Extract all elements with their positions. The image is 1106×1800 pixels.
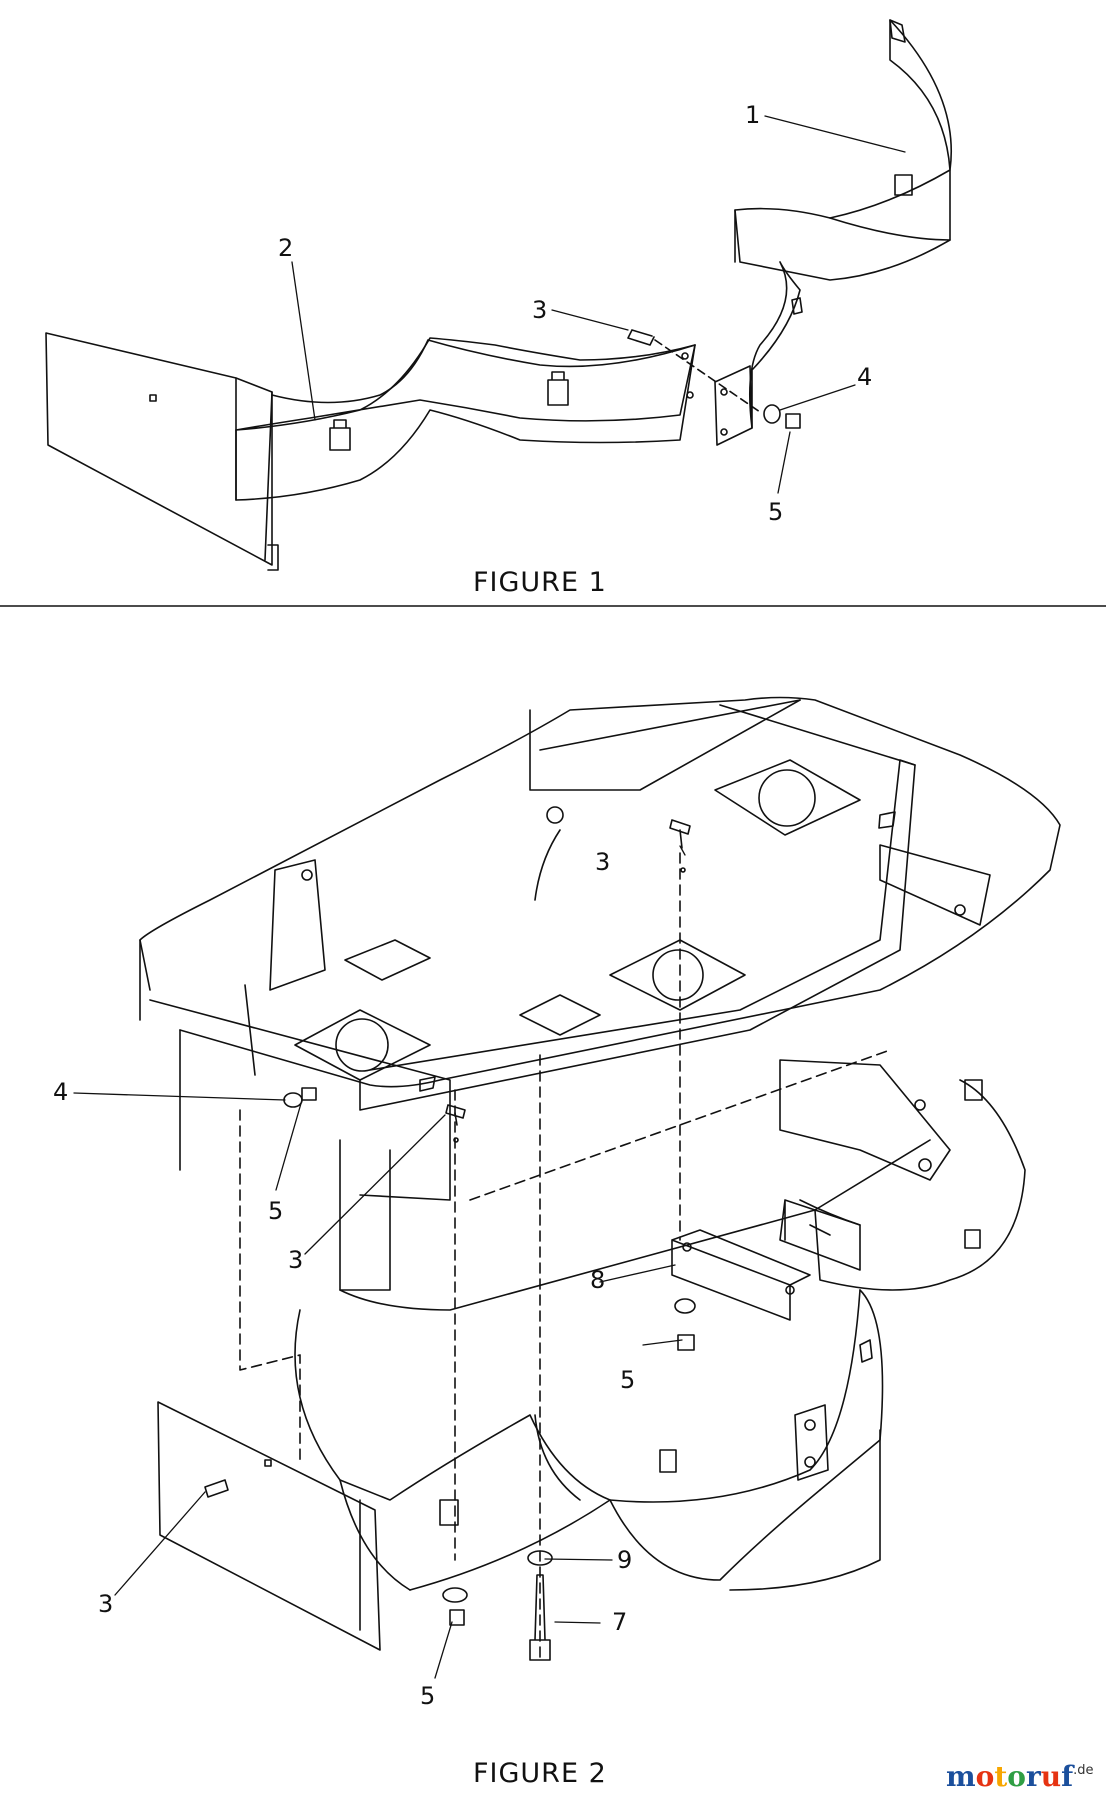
fig2-deck-top: [139, 696, 1061, 1088]
callout-3: 3: [98, 1590, 113, 1618]
fig2-bracket-8: [671, 1229, 811, 1321]
figure-2-title: FIGURE 2: [473, 1758, 607, 1789]
callout-8: 8: [590, 1266, 605, 1294]
fig1-baffle-1: [734, 169, 951, 281]
callout-5: 5: [768, 498, 783, 526]
wm-letter: f: [1061, 1760, 1075, 1793]
wm-letter: o: [976, 1760, 995, 1793]
svg-text:motoruf.de: motoruf.de: [946, 1760, 1094, 1793]
fig1-end-plate: [45, 332, 273, 566]
callout-2: 2: [278, 234, 293, 262]
fig2-end-plate: [157, 1401, 381, 1651]
figure-1-title: FIGURE 1: [473, 567, 607, 598]
fig2-baffle: [339, 1079, 1026, 1311]
fig2-spindle-plate-center: [609, 939, 746, 1011]
callout-9: 9: [617, 1546, 632, 1574]
wm-letter: u: [1041, 1760, 1061, 1793]
wm-tld: .de: [1073, 1763, 1093, 1778]
wm-letter: m: [946, 1760, 976, 1793]
fig2-spindle-plate-right: [714, 759, 861, 836]
wm-letter: r: [1026, 1760, 1042, 1793]
callout-7: 7: [612, 1608, 627, 1636]
wm-letter: t: [994, 1760, 1007, 1793]
callout-4: 4: [857, 363, 872, 391]
callout-5: 5: [420, 1682, 435, 1710]
callout-3: 3: [288, 1246, 303, 1274]
callout-4: 4: [53, 1078, 68, 1106]
figure-1-drawing: [45, 19, 953, 571]
leader-lines: [73, 115, 906, 1679]
callout-3: 3: [532, 296, 547, 324]
callout-5: 5: [620, 1366, 635, 1394]
callout-1: 1: [745, 101, 760, 129]
callout-3: 3: [595, 848, 610, 876]
watermark: motoruf.de: [946, 1760, 1094, 1793]
fig2-spindle-plate-left: [294, 1009, 431, 1081]
figure-2-drawing: [139, 696, 1061, 1661]
callouts: 1 2 3 4 5 3 4 5 3 8 5 9 7 5 3: [53, 101, 872, 1710]
wm-letter: o: [1007, 1760, 1026, 1793]
callout-5: 5: [268, 1197, 283, 1225]
